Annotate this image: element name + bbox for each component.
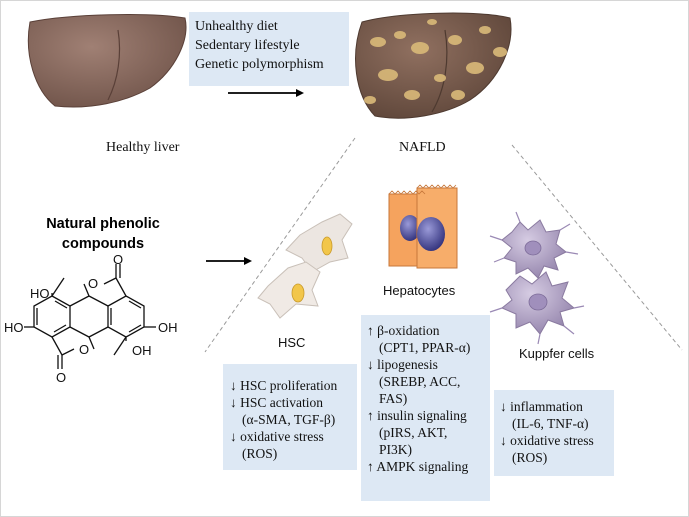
hepatocyte-effects-box: ↑ β-oxidation (CPT1, PPAR-α) ↓ lipogenes…	[361, 315, 490, 501]
risk-factors-box: Unhealthy diet Sedentary lifestyle Genet…	[189, 12, 349, 86]
effect-line: ↑ insulin signaling	[367, 408, 467, 423]
kupffer-cells-image	[489, 211, 585, 345]
hsc-label: HSC	[278, 335, 306, 350]
effect-line: FAS)	[379, 391, 408, 406]
nafld-liver-image	[355, 12, 512, 119]
effect-line: (ROS)	[242, 446, 278, 461]
healthy-liver-label: Healthy liver	[106, 140, 180, 155]
hsc-effects-box: ↓ HSC proliferation ↓ HSC activation (α-…	[223, 364, 357, 470]
hepatocytes-label: Hepatocytes	[383, 283, 456, 298]
effect-line: ↓ inflammation	[500, 399, 583, 414]
effect-line: PI3K)	[379, 442, 412, 457]
effect-line: ↑ AMPK signaling	[367, 459, 469, 474]
zoom-lines	[204, 137, 683, 353]
compounds-title: Natural phenolic compounds	[18, 214, 188, 254]
kupffer-effects-box: ↓ inflammation (IL-6, TNF-α) ↓ oxidative…	[494, 390, 614, 476]
atom-ho-2: HO	[4, 320, 24, 335]
chemical-structure	[24, 264, 156, 369]
effect-line: (ROS)	[512, 450, 548, 465]
effect-line: ↓ HSC activation	[230, 395, 323, 410]
effect-line: (SREBP, ACC,	[379, 374, 461, 389]
factor-item: Genetic polymorphism	[195, 57, 324, 72]
kupffer-label: Kuppfer cells	[519, 346, 595, 361]
effect-line: (pIRS, AKT,	[379, 425, 448, 440]
atom-o-carbonyl-bottom: O	[56, 370, 67, 385]
atom-o-carbonyl-top: O	[113, 252, 124, 267]
effect-line: ↓ HSC proliferation	[230, 378, 338, 393]
effect-line: ↓ oxidative stress	[500, 433, 594, 448]
atom-o-ring-top: O	[88, 276, 99, 291]
compound-arrow	[206, 257, 252, 265]
progression-arrow	[228, 89, 304, 97]
healthy-liver-image	[27, 14, 187, 108]
atom-ho-1: HO	[30, 286, 50, 301]
hepatocytes-image	[388, 184, 458, 269]
factor-item: Unhealthy diet	[195, 19, 278, 34]
hsc-cells-image	[257, 213, 353, 319]
factor-item: Sedentary lifestyle	[195, 38, 300, 53]
effect-line: (α-SMA, TGF-β)	[242, 412, 336, 427]
effect-line: ↑ β-oxidation	[367, 323, 440, 338]
atom-o-ring-bottom: O	[79, 342, 90, 357]
effect-line: ↓ lipogenesis	[367, 357, 438, 372]
nafld-label: NAFLD	[399, 140, 446, 155]
effect-line: (CPT1, PPAR-α)	[379, 340, 471, 355]
effect-line: ↓ oxidative stress	[230, 429, 324, 444]
compounds-title-line1: Natural phenolic	[46, 216, 160, 232]
atom-oh-1: OH	[158, 320, 178, 335]
atom-oh-2: OH	[132, 343, 152, 358]
effect-line: (IL-6, TNF-α)	[512, 416, 589, 431]
compounds-title-line2: compounds	[61, 236, 145, 252]
